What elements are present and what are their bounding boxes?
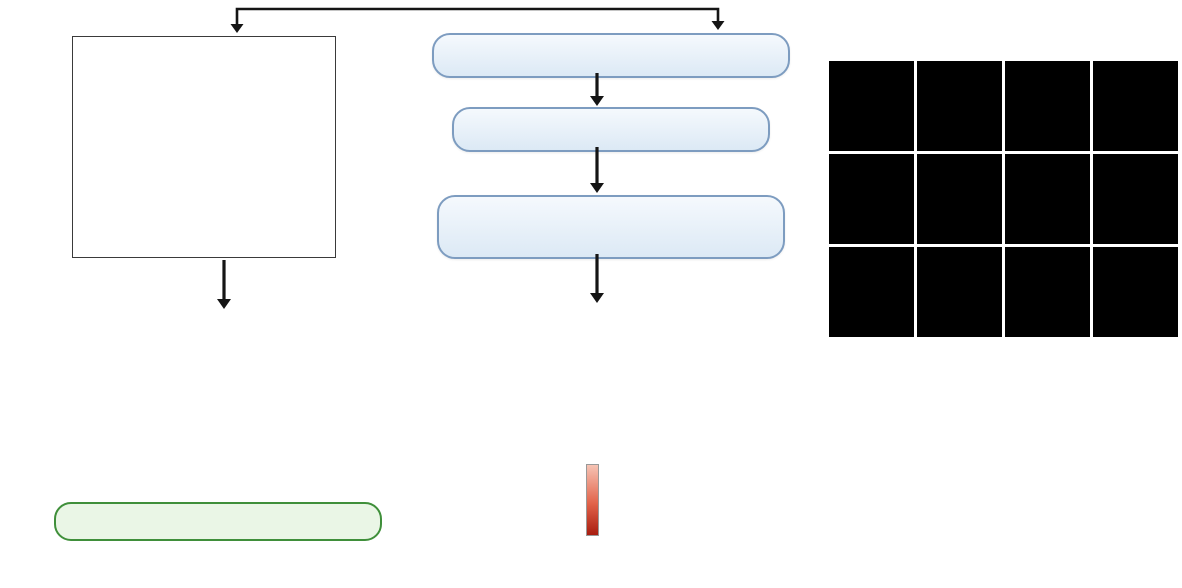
micrograph-tumor-dapi <box>829 154 914 244</box>
roc-svg <box>606 438 782 588</box>
cellphonedb-dotplot-svg <box>26 348 390 496</box>
positivity-bar-chart <box>782 376 912 586</box>
cellphonedb-banner <box>54 502 382 541</box>
umap-panel <box>72 36 336 258</box>
risk-score-colorbar <box>586 464 599 536</box>
row-label-stroma <box>810 61 826 151</box>
channel-header-b7h3 <box>1005 38 1090 58</box>
channel-header-merge <box>1093 38 1178 58</box>
roc-plot <box>606 438 782 588</box>
survival-charts-grid <box>914 370 1182 588</box>
flow-step-univariate-cox <box>432 33 790 78</box>
top-bracket <box>230 7 725 33</box>
km-risk-plot <box>426 436 586 586</box>
flow-step-multivariate-cox <box>437 195 785 259</box>
lasso-deviance-plot <box>600 312 772 434</box>
lasso-coefficient-plot <box>428 312 596 434</box>
km-risk-svg <box>426 436 586 586</box>
micrograph-stroma-merge <box>1093 61 1178 151</box>
grid-corner <box>810 38 826 58</box>
channel-header-dapi <box>829 38 914 58</box>
micrograph-mix-dapi <box>829 247 914 337</box>
micrograph-stroma-afp <box>917 61 1002 151</box>
micrograph-tumor-merge <box>1093 154 1178 244</box>
cellphonedb-dotplot <box>26 348 390 496</box>
micrograph-mix-afp <box>917 247 1002 337</box>
channel-header-afp <box>917 38 1002 58</box>
positivity-bar-svg <box>782 376 912 586</box>
micrograph-mix-merge <box>1093 247 1178 337</box>
micrograph-mix-b7h3 <box>1005 247 1090 337</box>
lasso-deviance-svg <box>600 312 772 434</box>
lasso-coefficient-svg <box>428 312 596 434</box>
immunofluorescence-panel <box>810 38 1179 340</box>
row-label-mix <box>810 247 826 337</box>
micrograph-stroma-b7h3 <box>1005 61 1090 151</box>
micrograph-tumor-b7h3 <box>1005 154 1090 244</box>
micrograph-stroma-dapi <box>829 61 914 151</box>
umap-plot <box>73 37 331 253</box>
row-label-tumor <box>810 154 826 244</box>
micrograph-tumor-afp <box>917 154 1002 244</box>
flow-step-lasso <box>452 107 770 152</box>
micrograph-grid <box>810 38 1179 337</box>
